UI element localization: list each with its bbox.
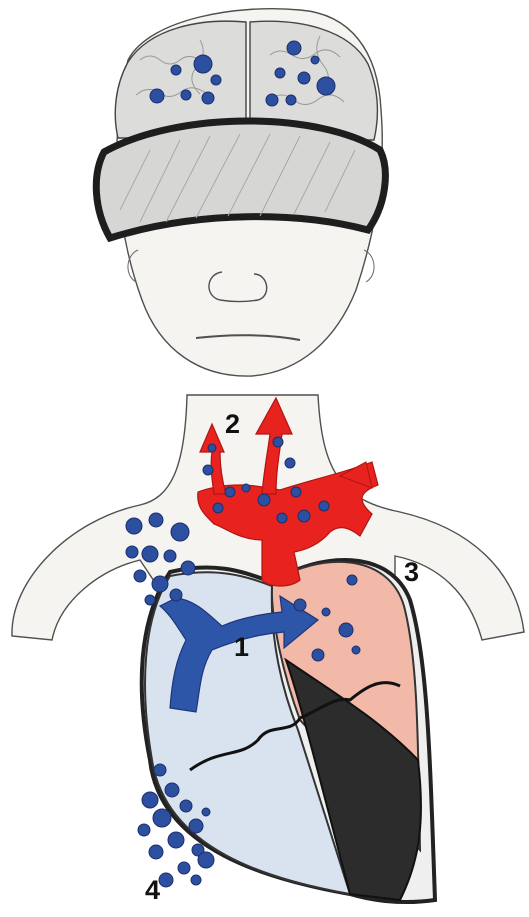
gas-bubble [168,832,184,848]
gas-bubble [339,623,353,637]
gas-bubble [170,589,182,601]
gas-bubble [322,608,330,616]
gas-bubble [225,487,235,497]
gas-bubble [312,649,324,661]
gas-bubble [171,523,189,541]
gas-bubble [202,92,214,104]
gas-bubble [291,487,301,497]
gas-bubble [134,570,146,582]
gas-bubble [180,800,192,812]
gas-bubble [275,68,285,78]
gas-bubble [149,513,163,527]
gas-bubble [165,783,179,797]
gas-bubble [138,824,150,836]
gas-bubble [294,599,306,611]
gas-bubble [352,646,360,654]
gas-bubble [126,518,142,534]
gas-bubble [287,41,301,55]
gas-bubble [149,845,163,859]
gas-bubble [153,809,171,827]
gas-bubble [189,819,203,833]
gas-bubble [286,95,296,105]
gas-bubble [211,75,221,85]
label-4: 4 [145,875,160,905]
gas-bubble [242,484,250,492]
gas-bubble [142,792,158,808]
gas-bubble [203,465,213,475]
gas-bubble [298,510,310,522]
label-3: 3 [404,557,419,587]
gas-bubble [154,764,166,776]
gas-bubble [145,595,155,605]
gas-bubble [311,56,319,64]
gas-bubble [181,561,195,575]
gas-bubble [266,94,278,106]
gas-bubble [171,65,181,75]
gas-bubble [285,458,295,468]
gas-bubble [126,546,138,558]
gas-bubble [298,72,310,84]
label-1: 1 [234,632,249,662]
gas-bubble [191,875,201,885]
gas-bubble [258,494,270,506]
gas-bubble [152,576,168,592]
gas-bubble [181,90,191,100]
gas-bubble [178,862,190,874]
gas-bubble [277,513,287,523]
label-2: 2 [225,409,240,439]
gas-bubble [317,77,335,95]
gas-bubble [213,503,223,513]
gas-bubble [198,852,214,868]
gas-bubble [319,501,329,511]
gas-bubble [202,808,210,816]
gas-bubble [159,873,173,887]
gas-bubble [273,437,283,447]
gas-bubble [208,444,216,452]
gas-bubble [347,575,357,585]
gas-bubble [194,55,212,73]
gas-bubble [142,546,158,562]
gas-bubble [150,89,164,103]
gas-bubble [164,550,176,562]
